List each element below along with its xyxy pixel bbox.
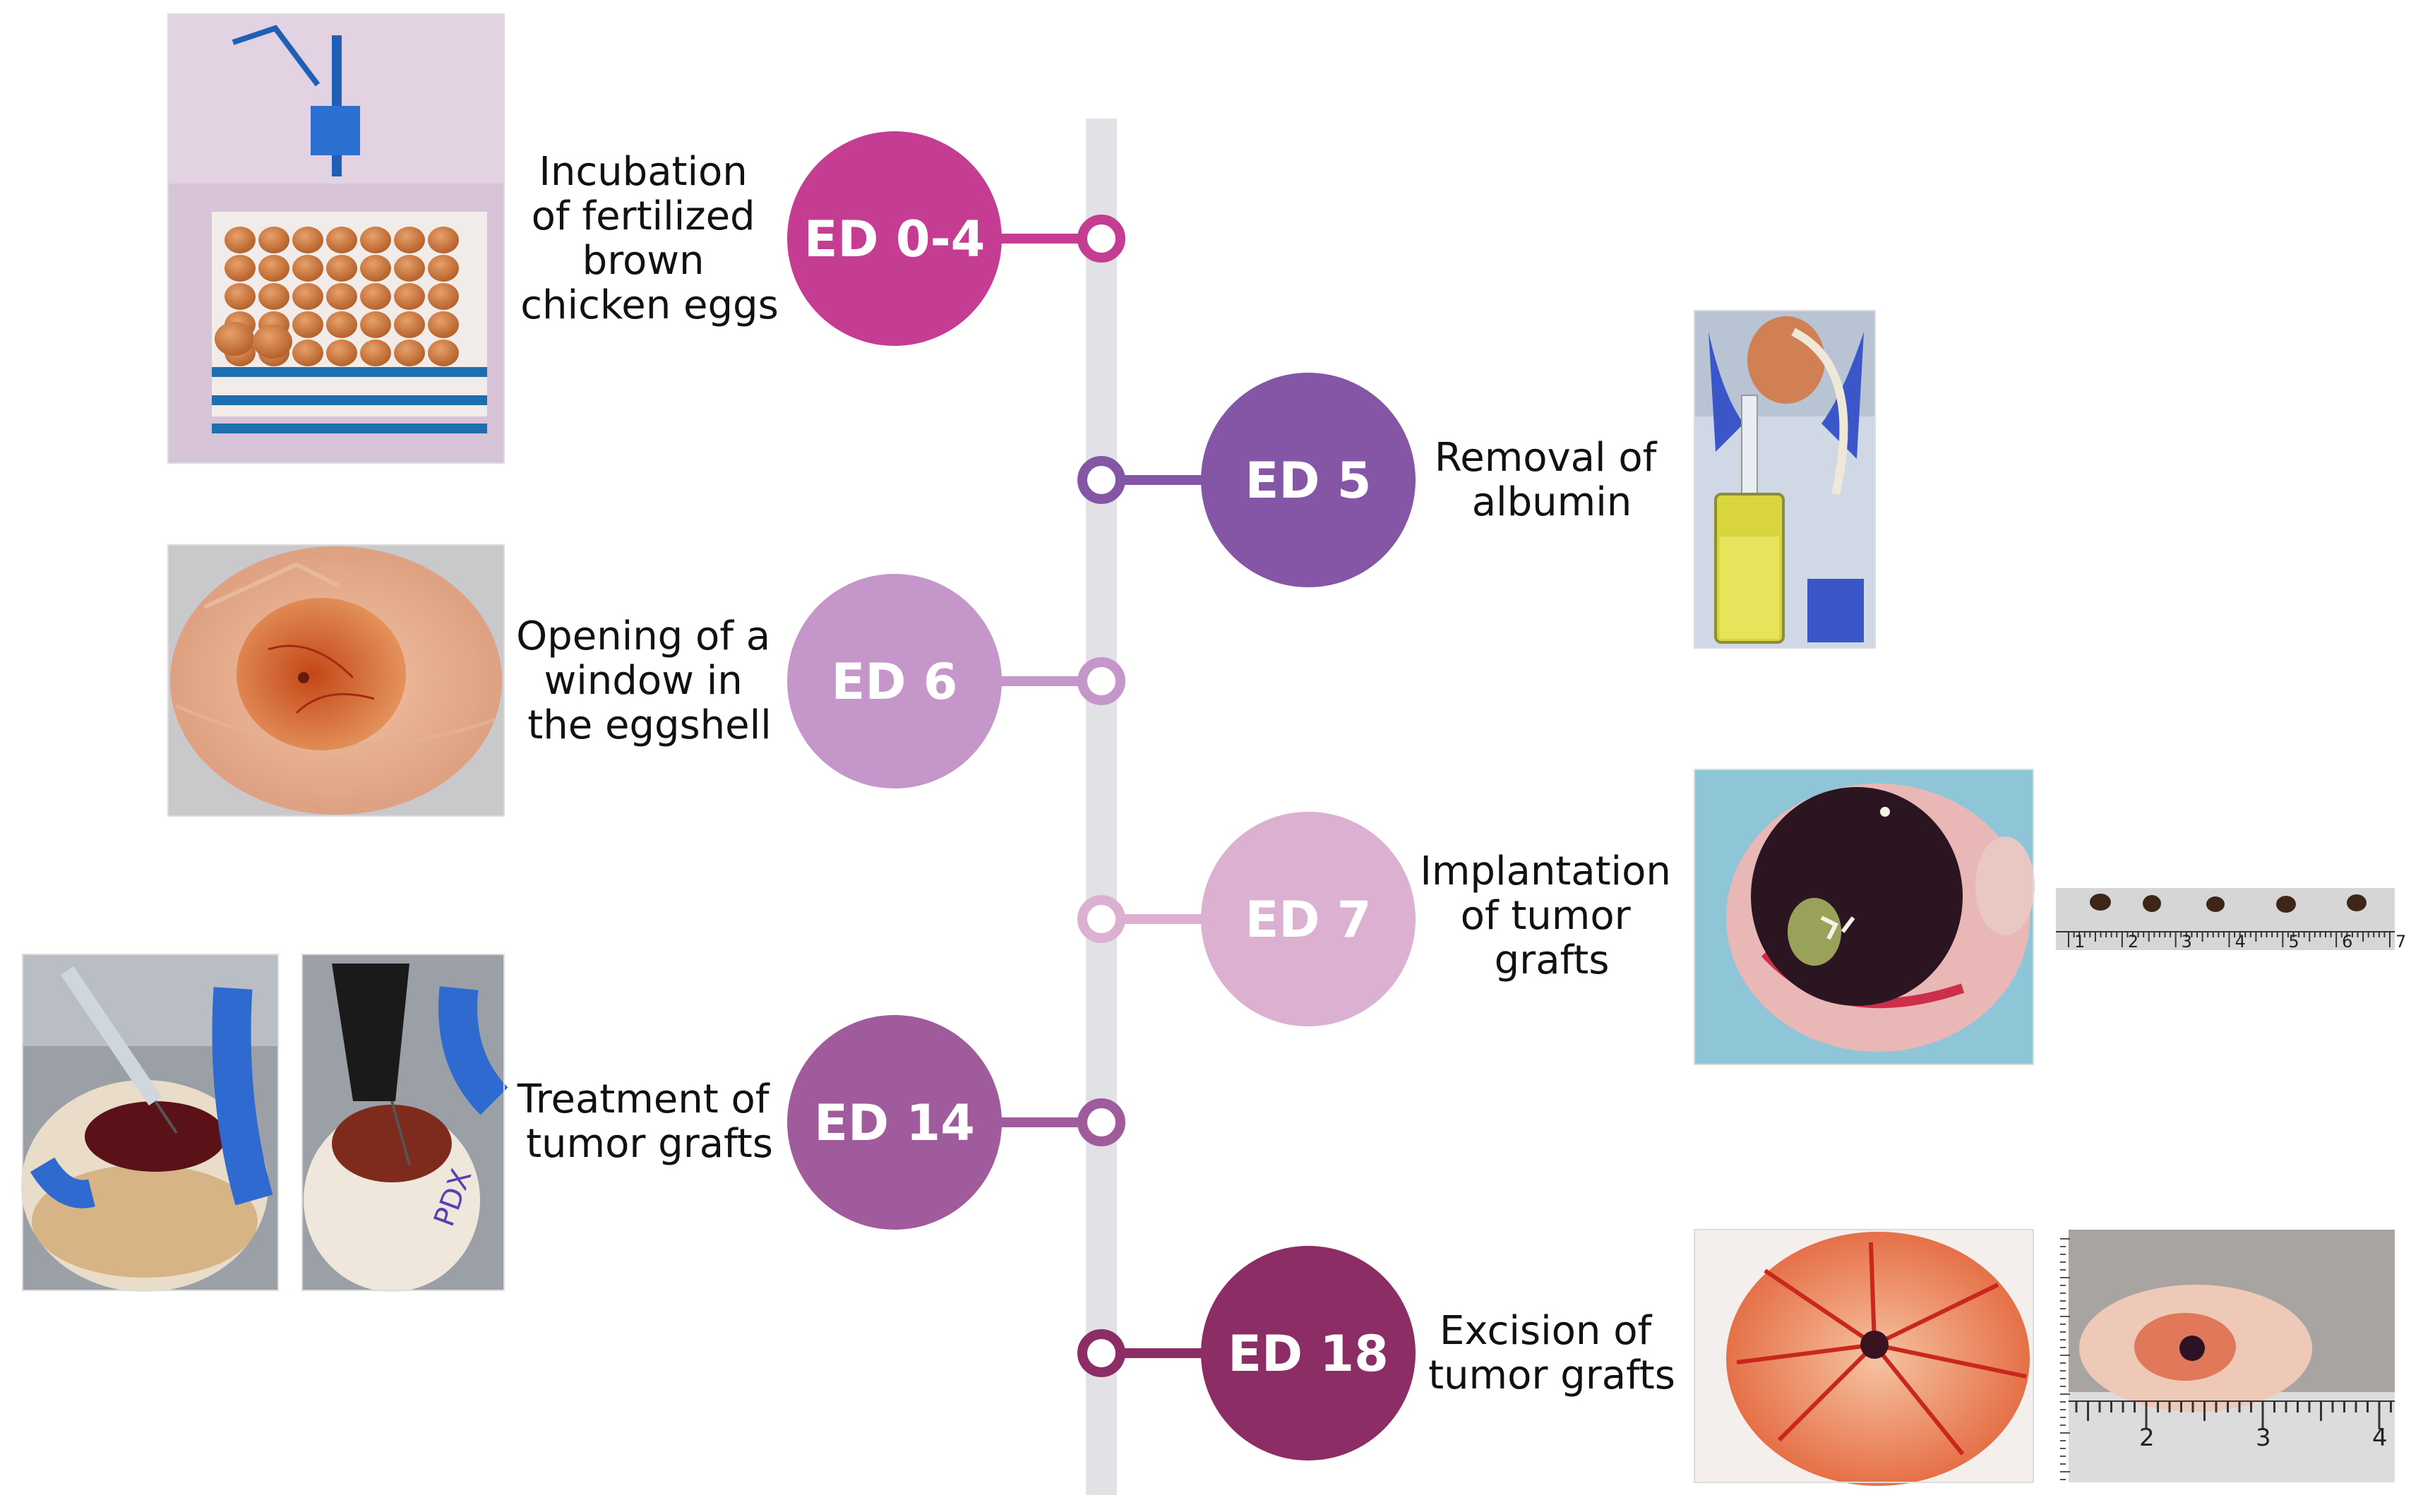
photo-excised-graft-on-ruler: 2 3 4 xyxy=(2060,1230,2395,1482)
brown-egg xyxy=(225,283,256,310)
brown-egg xyxy=(394,227,425,253)
ruler-side-ticks-ed-18 xyxy=(2060,1238,2070,1480)
step-ed-14: ED 14 Treatment of tumor grafts PDX xyxy=(21,954,1125,1292)
badge-ed-5 xyxy=(1201,373,1416,587)
brown-egg xyxy=(326,227,357,253)
timeline-bar xyxy=(1086,119,1117,1495)
ruler-label: 4 xyxy=(2372,1424,2388,1452)
brown-egg xyxy=(326,283,357,310)
photo-eggshell-window xyxy=(167,544,505,817)
ruler-label: 7 xyxy=(2395,932,2406,952)
timeline-node-ed-6 xyxy=(1077,657,1125,705)
ruler-label: 4 xyxy=(2235,932,2246,952)
photo-tumor-grafts-on-ruler: 1 2 3 4 5 6 7 xyxy=(2056,888,2406,952)
badge-label-ed-0-4: ED 0-4 xyxy=(804,210,986,268)
step-ed-5: ED 5 Removal of albumin xyxy=(1077,310,1876,649)
brown-egg xyxy=(258,255,289,282)
photo-tumor-eye xyxy=(1694,769,2035,1065)
step-label-ed-5: Removal of albumin xyxy=(1435,435,1669,525)
step-ed-7: ED 7 Implantation of tumor grafts 1 2 3 4 5 6… xyxy=(1077,769,2406,1065)
timeline-node-ed-7 xyxy=(1077,895,1125,943)
brown-egg xyxy=(428,283,459,310)
brown-egg xyxy=(215,322,254,356)
brown-egg xyxy=(394,311,425,338)
brown-egg xyxy=(428,311,459,338)
ruler-label: 3 xyxy=(2256,1424,2271,1452)
badge-label-ed-6: ED 6 xyxy=(832,653,958,711)
brown-egg xyxy=(326,340,357,366)
brown-egg xyxy=(225,255,256,282)
brown-egg xyxy=(292,227,323,253)
badge-label-ed-14: ED 14 xyxy=(814,1094,975,1152)
ruler-label: 2 xyxy=(2139,1424,2155,1452)
photo-treatment-injection-a xyxy=(21,954,279,1292)
ruler-label: 2 xyxy=(2128,932,2138,952)
brown-egg xyxy=(258,227,289,253)
brown-egg xyxy=(360,340,391,366)
ruler-label: 3 xyxy=(2182,932,2192,952)
photo-syringe-removing-albumin xyxy=(1694,310,1876,649)
brown-egg xyxy=(428,255,459,282)
badge-ed-14 xyxy=(787,1015,1002,1230)
brown-egg xyxy=(428,227,459,253)
badge-label-ed-7: ED 7 xyxy=(1245,891,1372,949)
step-label-ed-6: Opening of a window in the eggshell xyxy=(516,613,783,748)
badge-ed-7 xyxy=(1201,812,1416,1026)
ruler-label: 1 xyxy=(2074,932,2085,952)
brown-egg xyxy=(394,255,425,282)
brown-egg xyxy=(326,255,357,282)
ruler-ticks-ed-18 xyxy=(2075,1401,2392,1429)
brown-egg xyxy=(258,283,289,310)
photo-incubator-with-brown-eggs xyxy=(167,13,505,464)
ruler-labels-ed-18: 2 3 4 xyxy=(2139,1424,2388,1452)
timeline-node-ed-18 xyxy=(1077,1329,1125,1377)
step-label-ed-0-4: Incubation of fertilized brown chicken e… xyxy=(520,149,779,328)
timeline-node-ed-5 xyxy=(1077,456,1125,504)
ruler-labels-ed-7: 1 2 3 4 5 6 7 xyxy=(2074,932,2406,952)
step-ed-0-4: ED 0-4 Incubation of fertilized brown ch… xyxy=(167,13,1125,464)
badge-ed-0-4 xyxy=(787,131,1002,346)
step-label-ed-14: Treatment of tumor grafts xyxy=(517,1076,782,1167)
brown-egg xyxy=(292,340,323,366)
brown-egg xyxy=(292,283,323,310)
step-ed-6: ED 6 Opening of a window in the eggshell xyxy=(167,544,1125,817)
brown-egg xyxy=(225,227,256,253)
brown-egg xyxy=(360,227,391,253)
photo-excised-cam xyxy=(1694,1229,2034,1486)
step-label-ed-7: Implantation of tumor grafts xyxy=(1420,848,1683,983)
brown-egg xyxy=(292,311,323,338)
brown-egg xyxy=(394,283,425,310)
brown-egg xyxy=(360,311,391,338)
badge-ed-18 xyxy=(1201,1246,1416,1460)
ruler-label: 5 xyxy=(2288,932,2299,952)
brown-egg xyxy=(360,283,391,310)
brown-egg xyxy=(360,255,391,282)
brown-egg xyxy=(428,340,459,366)
brown-egg xyxy=(253,325,292,359)
brown-egg xyxy=(292,255,323,282)
brown-egg xyxy=(394,340,425,366)
step-ed-18: ED 18 Excision of tumor grafts 2 3 4 xyxy=(1077,1229,2395,1486)
photo-treatment-injection-b: PDX xyxy=(301,954,508,1292)
step-label-ed-18: Excision of tumor grafts xyxy=(1428,1308,1675,1398)
brown-eggs xyxy=(215,227,459,366)
ruler-ticks-ed-7 xyxy=(2068,932,2391,947)
badge-label-ed-18: ED 18 xyxy=(1228,1325,1389,1383)
timeline-node-ed-0-4 xyxy=(1077,215,1125,263)
badge-ed-6 xyxy=(787,574,1002,788)
badge-label-ed-5: ED 5 xyxy=(1245,452,1372,510)
timeline-node-ed-14 xyxy=(1077,1098,1125,1146)
brown-egg xyxy=(326,311,357,338)
ruler-label: 6 xyxy=(2342,932,2352,952)
